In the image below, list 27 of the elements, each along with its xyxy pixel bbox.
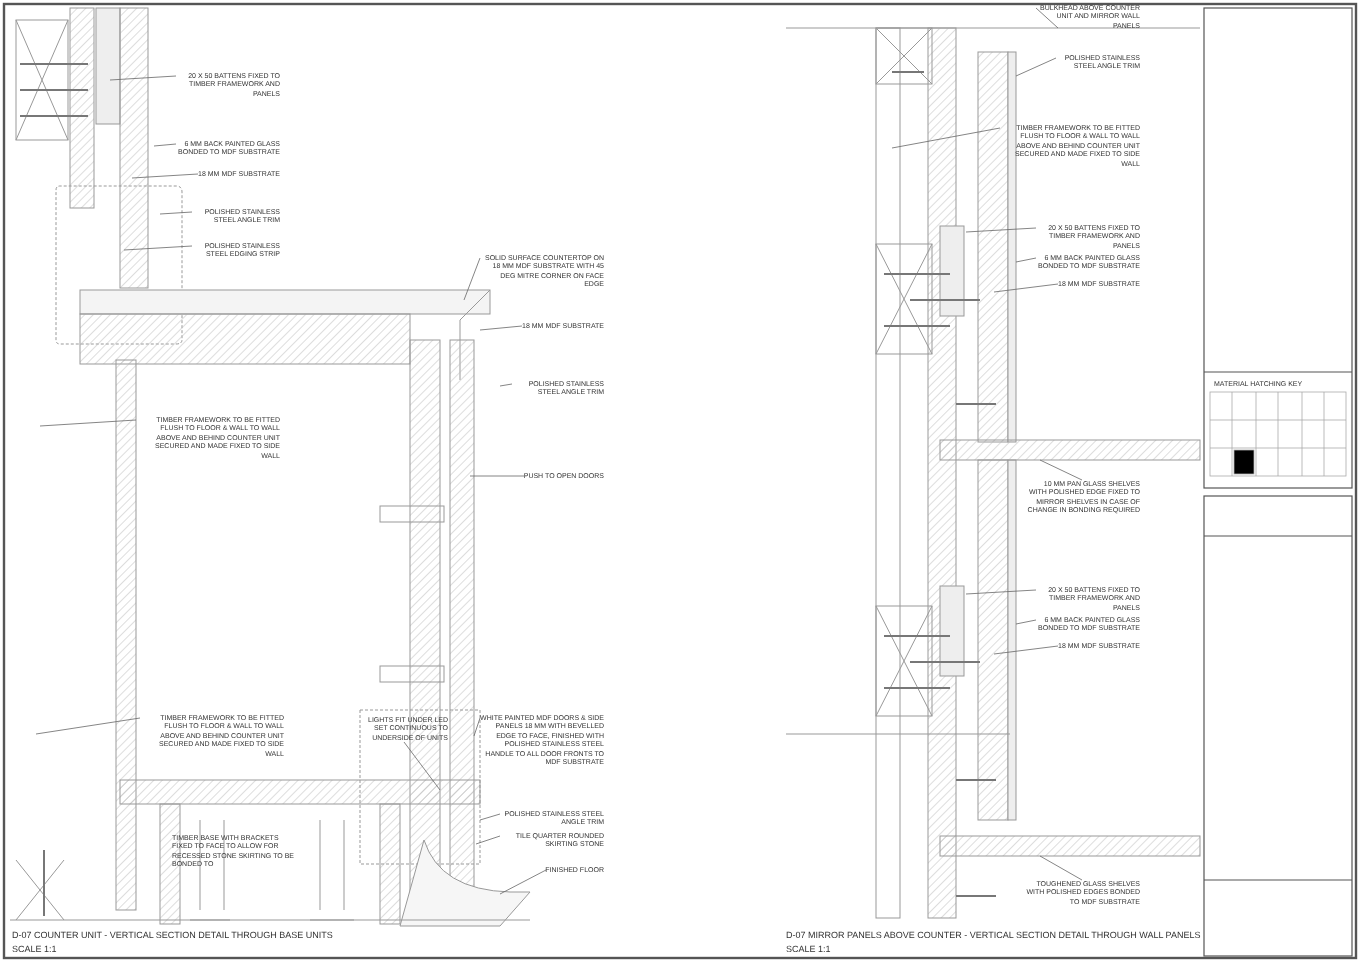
leader-line: [35, 717, 141, 735]
leader-line: [131, 173, 199, 179]
leader-line: [499, 869, 547, 895]
leader-line: [469, 475, 525, 477]
leader-line: [1015, 57, 1057, 77]
leader-line: [1015, 619, 1037, 625]
leader-line: [403, 741, 441, 791]
leader-line: [479, 325, 523, 331]
leader-line: [475, 835, 501, 845]
leader-line: [109, 75, 177, 81]
leader-line: [123, 245, 193, 251]
leader-line: [153, 143, 177, 147]
leader-line: [159, 211, 193, 215]
leader-line: [499, 383, 513, 387]
leader-line: [993, 645, 1059, 655]
leader-line: [993, 283, 1059, 293]
leader-line: [1015, 257, 1037, 263]
leader-line: [463, 257, 481, 301]
leader-line: [1035, 7, 1059, 29]
leader-line: [965, 589, 1037, 595]
leader-line: [473, 717, 481, 737]
leader-line: [1039, 459, 1083, 481]
leader-line: [1039, 855, 1083, 881]
leader-line: [39, 419, 137, 427]
leader-line: [965, 227, 1037, 233]
leader-line: [891, 127, 1001, 149]
leader-line: [479, 813, 501, 821]
